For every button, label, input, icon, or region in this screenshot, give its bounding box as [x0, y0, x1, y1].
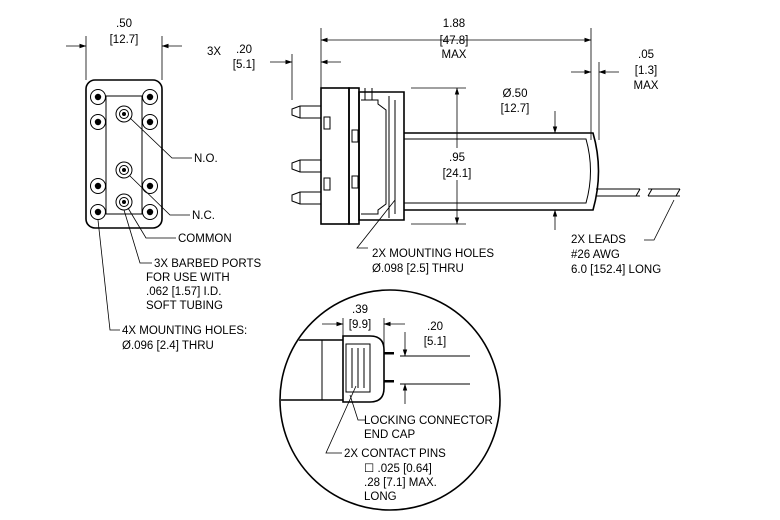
label-mount4-2: Ø.096 [2.4] THRU: [122, 340, 214, 352]
lead-dim-mm: [1.3]: [635, 65, 657, 77]
mounting-hole-mr: [142, 114, 158, 130]
detail-w-in: .39: [352, 304, 368, 316]
mounting-hole-br2: [142, 204, 158, 220]
dia-dim-mm: [12.7]: [501, 103, 530, 115]
lead-dim-in: .05: [638, 49, 654, 61]
label-barbed-3: .062 [1.57] I.D.: [146, 286, 221, 298]
detail-w-mm: [9.9]: [349, 319, 371, 331]
lead-dim-max: MAX: [634, 80, 659, 92]
side-port-mid: [291, 159, 321, 173]
detail-view: .39 [9.9] .20 [5.1] LOCKING CONNECTOR EN…: [279, 289, 501, 511]
length-dim-mm: [47.8]: [440, 35, 469, 47]
label-mount4-1: 4X MOUNTING HOLES:: [122, 325, 247, 337]
side-port-bot: [291, 191, 321, 205]
port-len-in: .20: [236, 44, 252, 56]
label-connector-2: END CAP: [364, 429, 415, 441]
length-dim-in: 1.88: [443, 18, 465, 30]
port-no: [115, 105, 133, 123]
label-connector-1: LOCKING CONNECTOR: [364, 415, 493, 427]
width-dim-in: .50: [116, 18, 132, 30]
label-common: COMMON: [178, 233, 232, 245]
height-dim-mm: [24.1]: [443, 168, 472, 180]
mounting-hole-br: [142, 178, 158, 194]
width-dim-mm: [12.7]: [110, 34, 139, 46]
lead-wires: [596, 188, 681, 197]
port-len-mm: [5.1]: [233, 59, 255, 71]
front-view: .50 [12.7]: [66, 18, 261, 352]
label-leads-2: #26 AWG: [571, 249, 620, 261]
length-dim-max: MAX: [442, 49, 467, 61]
detail-h-mm: [5.1]: [424, 336, 446, 348]
label-barbed-1: 3X BARBED PORTS: [154, 258, 261, 270]
label-leads-1: 2X LEADS: [571, 234, 626, 246]
label-pins-3: .28 [7.1] MAX.: [364, 477, 437, 489]
port-common: [115, 193, 133, 211]
label-barbed-4: SOFT TUBING: [146, 300, 223, 312]
mounting-hole-tr: [142, 89, 158, 105]
label-barbed-2: FOR USE WITH: [146, 272, 230, 284]
valve-side-body: [320, 87, 350, 225]
motor-can: [404, 132, 600, 211]
detail-h-in: .20: [427, 321, 443, 333]
port-nc: [115, 161, 133, 179]
port-qty: 3X: [207, 46, 221, 58]
valve-end-body: [85, 79, 163, 229]
mounting-hole-ml: [90, 114, 106, 130]
label-pins-4: LONG: [364, 491, 397, 503]
label-pins-2: ☐ .025 [0.64]: [364, 463, 432, 475]
label-leads-3: 6.0 [152.4] LONG: [571, 264, 661, 276]
dia-dim-in: Ø.50: [503, 88, 528, 100]
mounting-hole-tl: [90, 89, 106, 105]
detail-circle: [279, 289, 501, 511]
side-port-top: [291, 105, 321, 119]
label-no: N.O.: [194, 153, 218, 165]
mounting-hole-bl2: [90, 204, 106, 220]
height-dim-in: .95: [449, 152, 465, 164]
label-mount2-2: Ø.098 [2.5] THRU: [372, 263, 464, 275]
label-mount2-1: 2X MOUNTING HOLES: [372, 248, 494, 260]
mounting-hole-bl: [90, 178, 106, 194]
side-view: 1.88 [47.8] MAX 3X .20 [5.1] .05 [1.3] M…: [207, 18, 681, 276]
label-pins-1: 2X CONTACT PINS: [344, 448, 446, 460]
label-nc: N.C.: [192, 210, 215, 222]
